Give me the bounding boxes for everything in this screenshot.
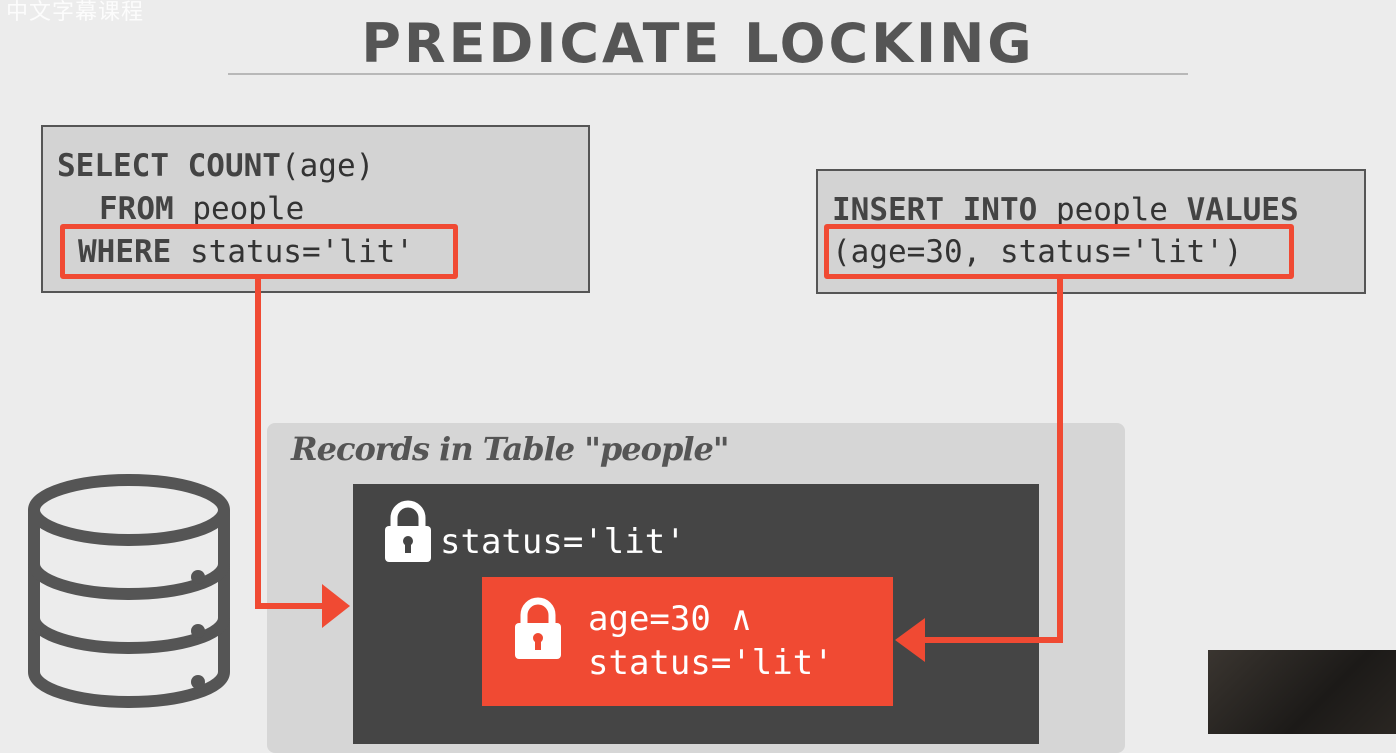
insert-query-box: INSERT INTO people VALUES (age=30, statu… <box>816 169 1366 294</box>
insert-lock-arrowhead <box>895 618 925 662</box>
insert-values-highlight <box>824 224 1294 279</box>
lock-icon <box>385 500 431 562</box>
select-line-2: FROM people <box>99 191 305 227</box>
inner-predicate-line-2: status='lit' <box>588 643 834 683</box>
lock-icon <box>515 597 561 659</box>
slide-title: PREDICATE LOCKING <box>361 12 1035 75</box>
database-icon <box>28 474 230 708</box>
where-clause-highlight <box>60 224 458 279</box>
select-lock-arrowhead <box>322 584 350 628</box>
select-lock-arrow-line <box>255 279 330 609</box>
watermark-text: 中文字幕课程 <box>6 0 145 25</box>
insert-lock-arrow-line <box>920 279 1063 643</box>
select-line-1: SELECT COUNT(age) <box>57 148 375 184</box>
inner-predicate-line-1: age=30 ∧ <box>588 599 752 639</box>
insert-line-1: INSERT INTO people VALUES <box>832 192 1299 228</box>
arrows-layer <box>255 279 1063 662</box>
records-label: Records in Table "people" <box>291 430 730 468</box>
select-line-3: WHERE status='lit' <box>78 234 414 270</box>
outer-predicate: status='lit' <box>440 522 686 562</box>
title-underline <box>228 73 1188 75</box>
select-query-box: SELECT COUNT(age) FROM people WHERE stat… <box>41 125 590 293</box>
webcam-overlay <box>1208 650 1396 734</box>
insert-line-2: (age=30, status='lit') <box>832 234 1243 270</box>
